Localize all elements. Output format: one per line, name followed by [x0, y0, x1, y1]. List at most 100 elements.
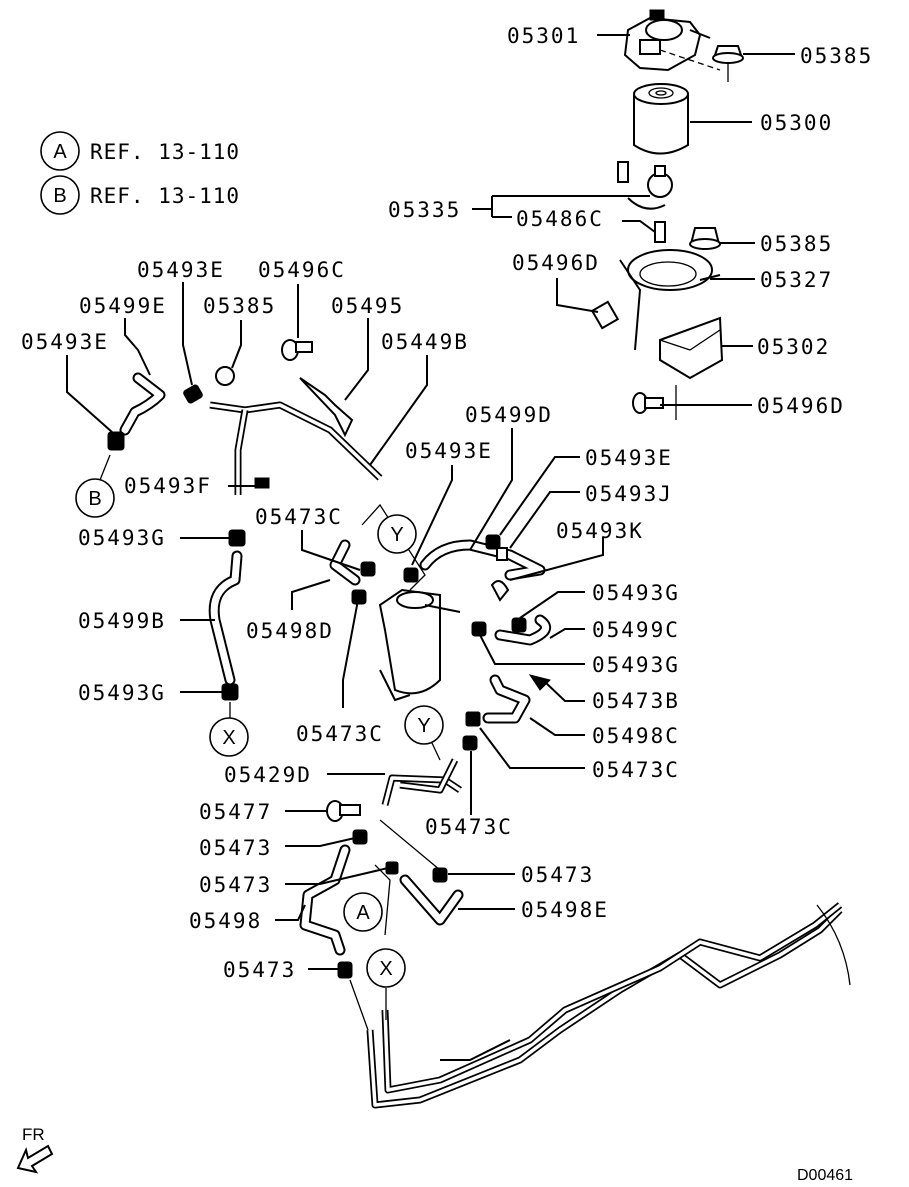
- label-05493E-right[interactable]: 05493E: [585, 446, 673, 470]
- hose-05498D[interactable]: [329, 539, 361, 586]
- label-05493F[interactable]: 05493F: [124, 474, 212, 498]
- hose-05498E[interactable]: [399, 874, 464, 926]
- label-05327[interactable]: 05327: [760, 268, 833, 292]
- clamp-05473C-c[interactable]: [465, 711, 481, 727]
- label-05385-mid[interactable]: 05385: [760, 232, 833, 256]
- label-05496C[interactable]: 05496C: [258, 258, 346, 282]
- marker-b-on-hose: B: [75, 454, 115, 518]
- label-05473B[interactable]: 05473B: [592, 689, 680, 713]
- label-05473-c[interactable]: 05473: [521, 863, 594, 887]
- clamp-05473C-b[interactable]: [351, 589, 367, 605]
- filter-mount-bracket[interactable]: [659, 316, 724, 380]
- connector-05493K[interactable]: [490, 580, 510, 602]
- drain-plug[interactable]: [654, 221, 666, 243]
- leader-lines: [66, 34, 795, 970]
- marker-y-upper: Y: [361, 503, 426, 591]
- label-05302[interactable]: 05302: [757, 335, 830, 359]
- label-05499B[interactable]: 05499B: [78, 609, 166, 633]
- svg-text:Y: Y: [417, 715, 430, 737]
- ref-a-text[interactable]: REF. 13-110: [90, 140, 240, 164]
- label-05473C-top[interactable]: 05473C: [255, 505, 343, 529]
- nut-05385-mid[interactable]: [689, 227, 721, 250]
- marker-a-lower: A: [343, 864, 391, 936]
- label-05493K[interactable]: 05493K: [556, 519, 644, 543]
- bolt-05496D-a[interactable]: [590, 300, 620, 330]
- clip-05493F[interactable]: [254, 477, 270, 489]
- label-05335[interactable]: 05335: [388, 198, 461, 222]
- label-05496D-upper[interactable]: 05496D: [512, 251, 600, 275]
- pipe-05429D[interactable]: [381, 758, 462, 806]
- connector-05493J[interactable]: [496, 547, 508, 561]
- label-05493G-upper-left[interactable]: 05493G: [78, 526, 166, 550]
- label-05496D-lower[interactable]: 05496D: [757, 394, 845, 418]
- filter-bracket-band[interactable]: [619, 249, 721, 351]
- clamp-05473C-a[interactable]: [360, 561, 376, 577]
- label-05495[interactable]: 05495: [331, 294, 404, 318]
- nut-05385-top[interactable]: [712, 45, 744, 64]
- clamp-05493G-c[interactable]: [511, 617, 527, 633]
- label-05486C[interactable]: 05486C: [516, 207, 604, 231]
- ref-b-text[interactable]: REF. 13-110: [90, 184, 240, 208]
- label-05493G-right-upper[interactable]: 05493G: [592, 581, 680, 605]
- clamp-05473-a[interactable]: [352, 829, 368, 845]
- label-05473C-center[interactable]: 05473C: [296, 722, 384, 746]
- main-fuel-lines[interactable]: [366, 902, 851, 1109]
- label-05385-top[interactable]: 05385: [800, 44, 873, 68]
- clamp-05493G-d[interactable]: [471, 621, 487, 637]
- label-05498E[interactable]: 05498E: [521, 898, 609, 922]
- hose-05499B[interactable]: [208, 550, 243, 686]
- hose-05499E[interactable]: [119, 372, 166, 436]
- label-05493J[interactable]: 05493J: [585, 482, 673, 506]
- label-05301[interactable]: 05301: [507, 24, 580, 48]
- label-05385-left[interactable]: 05385: [203, 294, 276, 318]
- label-05473-d[interactable]: 05473: [223, 958, 296, 982]
- clamp-05493E-d[interactable]: [485, 534, 501, 550]
- hose-05498C[interactable]: [482, 674, 531, 724]
- label-05498D[interactable]: 05498D: [246, 619, 334, 643]
- clamp-05493G-b[interactable]: [221, 683, 239, 701]
- label-05493E-center[interactable]: 05493E: [405, 439, 493, 463]
- label-05473-a[interactable]: 05473: [199, 836, 272, 860]
- label-05473C-lower[interactable]: 05473C: [425, 815, 513, 839]
- svg-text:B: B: [88, 488, 101, 510]
- bolt-05477[interactable]: [326, 800, 361, 822]
- label-05473C-right[interactable]: 05473C: [592, 758, 680, 782]
- label-05498[interactable]: 05498: [189, 909, 262, 933]
- bolt-05496C[interactable]: [281, 339, 313, 361]
- clamp-05473-c[interactable]: [432, 867, 448, 883]
- clamp-05473-d[interactable]: [337, 961, 353, 979]
- fuel-filter-head[interactable]: [623, 9, 729, 82]
- hose-05499C[interactable]: [494, 614, 551, 646]
- bracket-05495[interactable]: [299, 377, 354, 438]
- clamp-05493E-a[interactable]: [183, 384, 204, 404]
- water-sensor[interactable]: [617, 161, 673, 210]
- label-05449B[interactable]: 05449B: [381, 330, 469, 354]
- hose-05498[interactable]: [299, 844, 351, 956]
- label-05498C[interactable]: 05498C: [592, 724, 680, 748]
- label-05493E-top[interactable]: 05493E: [137, 258, 225, 282]
- hose-05499D[interactable]: [419, 539, 546, 581]
- marker-y-lower: Y: [404, 705, 444, 761]
- label-05499D[interactable]: 05499D: [465, 403, 553, 427]
- fuel-heater-body[interactable]: [378, 588, 461, 702]
- label-05429D[interactable]: 05429D: [224, 763, 312, 787]
- grommet-05385[interactable]: [215, 366, 235, 386]
- label-05477[interactable]: 05477: [199, 800, 272, 824]
- bolt-05496D-b[interactable]: [632, 385, 677, 420]
- label-05493G-right-lower[interactable]: 05493G: [592, 653, 680, 677]
- svg-text:Y: Y: [390, 524, 403, 546]
- label-05300[interactable]: 05300: [760, 111, 833, 135]
- clamp-05493E-c[interactable]: [403, 567, 419, 583]
- label-05499E[interactable]: 05499E: [79, 294, 167, 318]
- clamp-05473C-d[interactable]: [462, 735, 478, 751]
- fitting-05473B[interactable]: [528, 674, 551, 691]
- clamp-05493E-b[interactable]: [107, 431, 125, 451]
- label-05493E-left[interactable]: 05493E: [21, 330, 109, 354]
- pipe-05449B[interactable]: [209, 401, 383, 495]
- label-05499C[interactable]: 05499C: [592, 618, 680, 642]
- label-05473-b[interactable]: 05473: [199, 873, 272, 897]
- clamp-05493G-a[interactable]: [228, 529, 246, 547]
- label-05493G-lower-left[interactable]: 05493G: [78, 681, 166, 705]
- marker-x-upper: X: [209, 702, 249, 757]
- fuel-filter-cartridge[interactable]: [633, 83, 689, 155]
